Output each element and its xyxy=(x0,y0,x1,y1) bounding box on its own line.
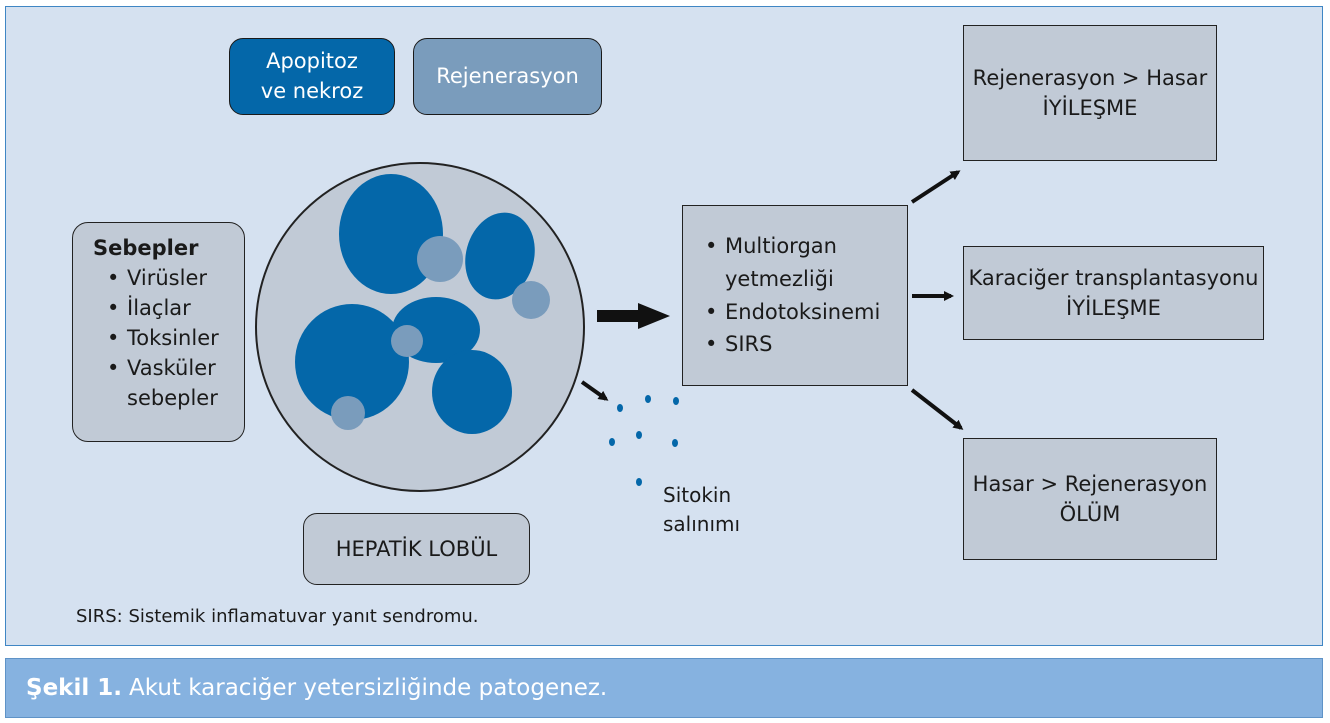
cytokine-release-label: Sitokin salınımı xyxy=(663,481,740,539)
causes-box: Sebepler Virüsler İlaçlar Toksinler Vask… xyxy=(72,222,245,442)
outcome-box-transplant: Karaciğer transplantasyonu İYİLEŞME xyxy=(963,246,1264,340)
hepatic-lobule-label: HEPATİK LOBÜL xyxy=(335,536,498,561)
outcome-condition: Hasar > Rejenerasyon xyxy=(972,471,1208,496)
systemic-effects-box: Multiorgan yetmezliği Endotoksinemi SIRS xyxy=(682,205,908,386)
outcome-arrows xyxy=(910,170,964,430)
apoptotic-spots xyxy=(331,236,550,430)
regeneration-label: Rejenerasyon xyxy=(436,64,579,89)
cytokine-line-2: salınımı xyxy=(663,512,741,536)
cause-item: İlaçlar xyxy=(93,293,244,323)
effect-item: Endotoksinemi xyxy=(693,296,907,329)
outcome-result: ÖLÜM xyxy=(1059,502,1121,526)
regeneration-box: Rejenerasyon xyxy=(413,38,602,115)
cell-1 xyxy=(339,174,443,294)
cytokine-dots xyxy=(609,395,679,486)
cytokine-line-1: Sitokin xyxy=(663,483,732,507)
hepatic-lobule-label-box: HEPATİK LOBÜL xyxy=(303,513,530,585)
apoptosis-necrosis-box: Apopitoz ve nekroz xyxy=(229,38,395,115)
effect-item: Multiorgan yetmezliği xyxy=(693,230,907,296)
cell-5 xyxy=(432,350,512,434)
causes-list: Virüsler İlaçlar Toksinler Vasküler sebe… xyxy=(93,263,244,413)
footnote: SIRS: Sistemik inflamatuvar yanıt sendro… xyxy=(76,606,479,627)
big-arrow xyxy=(597,303,670,329)
caption-label: Şekil 1. xyxy=(26,675,122,701)
outcome-condition: Karaciğer transplantasyonu xyxy=(968,265,1259,290)
figure-caption: Şekil 1. Akut karaciğer yetersizliğinde … xyxy=(5,658,1323,718)
cause-item: Toksinler xyxy=(93,323,244,353)
caption-text: Akut karaciğer yetersizliğinde patogenez… xyxy=(128,675,608,701)
cell-3 xyxy=(295,304,409,420)
effects-list: Multiorgan yetmezliği Endotoksinemi SIRS xyxy=(693,230,907,361)
outcome-result: İYİLEŞME xyxy=(1066,296,1161,320)
apoptosis-line-1: Apopitoz xyxy=(266,49,358,74)
cause-item: Virüsler xyxy=(93,263,244,293)
causes-title: Sebepler xyxy=(93,236,199,260)
outcome-box-recovery: Rejenerasyon > Hasar İYİLEŞME xyxy=(963,25,1217,161)
cause-item: Vasküler sebepler xyxy=(93,353,244,413)
cytokine-arrow xyxy=(580,380,609,401)
outcome-result: İYİLEŞME xyxy=(1042,96,1138,120)
cell-2 xyxy=(465,212,535,300)
outcome-condition: Rejenerasyon > Hasar xyxy=(972,65,1208,90)
effect-item: SIRS xyxy=(693,328,907,361)
outcome-box-death: Hasar > Rejenerasyon ÖLÜM xyxy=(963,438,1217,560)
apoptosis-line-2: ve nekroz xyxy=(260,78,364,103)
